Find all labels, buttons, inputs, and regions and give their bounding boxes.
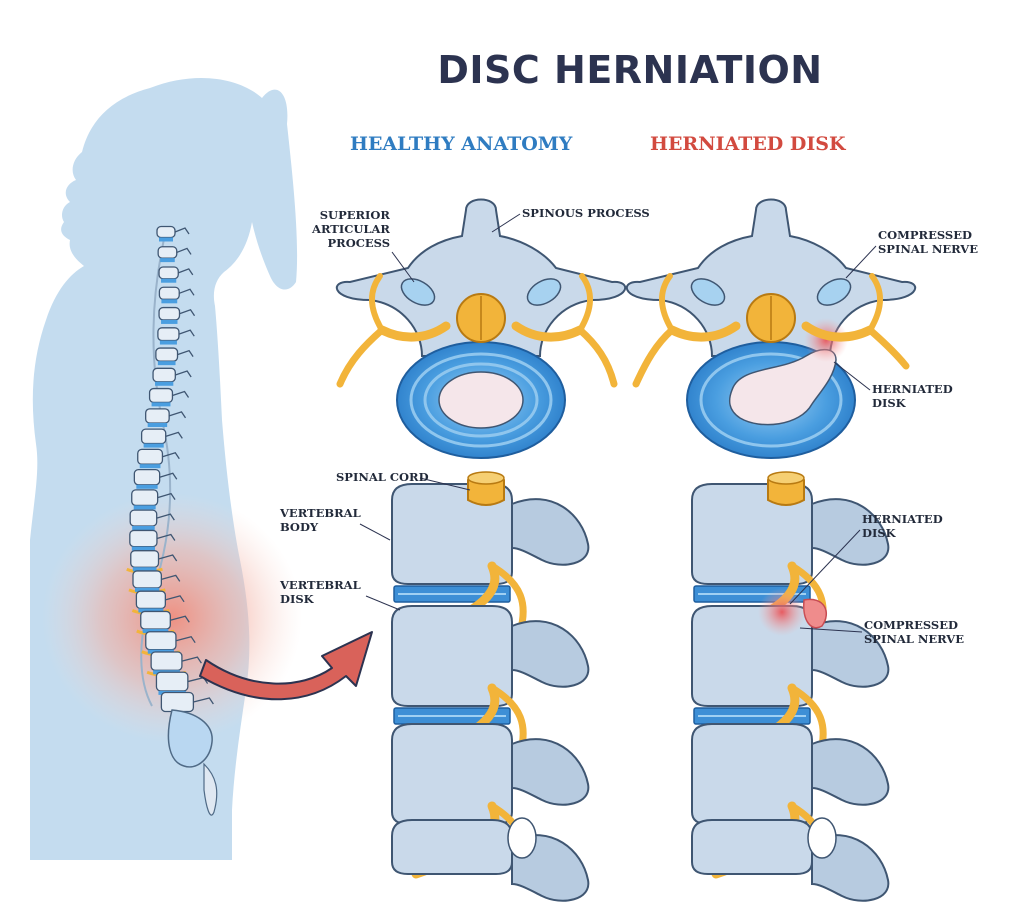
side-vertebra [691,819,890,902]
herniated-disk-heading: HERNIATED DISK [650,133,846,155]
herniated-top-view [625,198,917,459]
side-vertebra [391,723,590,825]
label-spinal-cord: SPINAL CORD [336,470,429,484]
side-vertebra [391,819,590,902]
vertebra-segments [126,225,214,713]
label-vertebral-disk: VERTEBRAL DISK [280,578,361,606]
vertebra [129,529,176,551]
side-vertebra [391,605,590,707]
label-vertebral-body: VERTEBRAL BODY [280,506,361,534]
vertebra [131,489,176,510]
label-herniated-disk-side: HERNIATED DISK [862,512,943,540]
side-vertebra [391,483,590,585]
vertebra [155,347,194,366]
leader-lines [359,213,877,633]
vertebra [148,387,190,407]
label-compressed-spinal-nerve-top: COMPRESSED SPINAL NERVE [878,228,978,256]
vertebra [136,610,190,636]
zoom-arrow [199,631,373,701]
vertebra [140,428,183,448]
healthy-anatomy-heading: HEALTHY ANATOMY [350,133,573,155]
vertebra [158,286,195,304]
vertebra [145,408,187,427]
sacrum [167,709,213,768]
label-herniated-disk-top: HERNIATED DISK [872,382,953,410]
page-title: DISC HERNIATION [437,48,823,92]
label-compressed-spinal-nerve-side: COMPRESSED SPINAL NERVE [864,618,964,646]
vertebra [133,468,178,489]
vertebra [152,367,192,386]
coccyx [203,762,218,816]
vertebra [157,246,192,263]
healthy-side-view [391,471,590,902]
vertebra [158,266,194,283]
side-vertebra [691,723,890,825]
vertebra [137,448,180,469]
label-superior-articular-process: SUPERIOR ARTICULAR PROCESS [312,208,390,250]
vertebra [157,327,195,345]
label-spinous-process: SPINOUS PROCESS [522,206,650,220]
vertebra [156,225,190,242]
vertebra [129,509,175,531]
spine-column [126,225,218,816]
healthy-top-view [335,198,627,459]
side-vertebra [691,483,890,585]
herniated-side-view [691,471,890,902]
vertebra [158,306,196,324]
